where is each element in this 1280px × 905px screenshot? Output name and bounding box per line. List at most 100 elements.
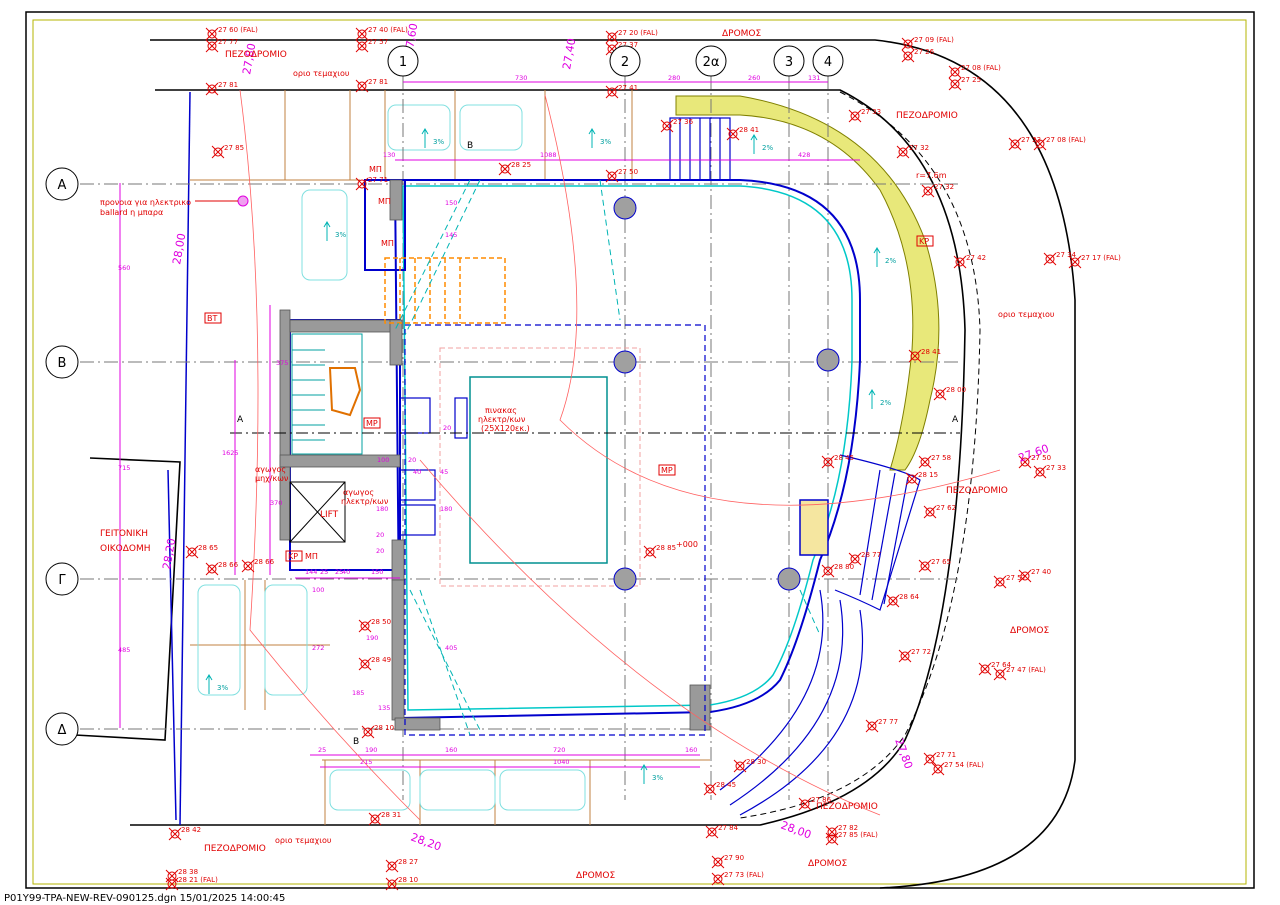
spot-height-label: 27 26	[914, 48, 935, 56]
spot-height-47: 28 77	[848, 551, 881, 566]
spot-height-8: 27 08 (FAL)	[948, 64, 1001, 79]
dimension-label: 45	[440, 468, 448, 476]
plot-boundary	[167, 91, 191, 826]
dimension-label: 40	[342, 568, 350, 576]
spot-height-64: 28 27	[385, 858, 418, 873]
spot-height-60: 27 82	[825, 824, 858, 839]
dimension-label: 180	[440, 505, 452, 513]
level-label: 27,40	[560, 37, 578, 70]
spot-height-33: 27 72	[898, 648, 931, 663]
spot-height-label: 28 41	[739, 126, 759, 134]
spot-height-1: 27 77	[205, 38, 238, 53]
spot-height-label: 27 72	[911, 648, 931, 656]
spot-height-43: 27 71	[355, 176, 388, 191]
spot-height-51: 28 50	[358, 618, 391, 633]
grid-lines	[80, 75, 960, 800]
spot-height-label: 28 65	[198, 544, 218, 552]
structural-walls	[279, 179, 711, 731]
spot-height-label: 27 54 (FAL)	[944, 761, 984, 769]
spot-height-50: 28 64	[886, 593, 920, 608]
slope-0: 3%	[421, 128, 444, 148]
spot-height-18: 27 33	[848, 108, 881, 123]
dimension-label: 20	[376, 531, 384, 539]
entrance-door	[799, 499, 829, 556]
grid-row-bubble: Δ	[45, 712, 79, 746]
spot-height-label: 27 33	[1046, 464, 1066, 472]
grid-column-bubble: 4	[812, 45, 844, 77]
spot-height-20: 27 32	[921, 183, 954, 198]
spot-height-61: 27 85 (FAL)	[825, 831, 878, 846]
spot-height-46: 28 66	[241, 558, 275, 573]
grid-column-bubble: 3	[773, 45, 805, 77]
spot-height-28: 27 33	[1033, 464, 1066, 479]
slope-5: 2%	[868, 389, 891, 409]
plot-limit-label-top: οριο τεμαχιου	[293, 69, 350, 78]
parked-cars	[197, 104, 586, 811]
spot-height-label: 27 41	[618, 84, 638, 92]
dimension-label: 25	[335, 568, 343, 576]
spot-height-7: 27 26	[901, 48, 935, 63]
slope-3: 2%	[750, 134, 773, 154]
spot-height-label: 27 09 (FAL)	[914, 36, 954, 44]
radius-label: r=7.6m	[916, 171, 947, 180]
spot-height-34: 27 64	[978, 661, 1012, 676]
grid-column-label: 2	[621, 55, 629, 70]
spot-height-label: 27 57	[368, 38, 388, 46]
dimension-label: 20	[443, 424, 451, 432]
dimension-label: 405	[445, 644, 457, 652]
grid-column-bubble: 2α	[695, 45, 727, 77]
duct-elec-label-2: ηλεκτρ/κων	[341, 497, 389, 506]
level-label: 28,00	[779, 819, 813, 842]
sidewalk-label-right-top: ΠΕΖΟΔΡΟΜΙΟ	[896, 111, 958, 121]
level-label: 27,80	[240, 42, 258, 75]
dimension-label: 485	[118, 646, 130, 654]
spot-height-label: 27 33	[861, 108, 881, 116]
spot-height-3: 27 57	[355, 38, 388, 53]
dimension-label: 130	[383, 151, 395, 159]
slope-labels: 3%3%3%2%2%2%3%3%	[205, 128, 896, 784]
level-zero-label: +000	[676, 540, 698, 549]
neighbor-label-1: ΓΕΙΤΟΝΙΚΗ	[100, 529, 148, 539]
svg-text:ΚΡ: ΚΡ	[919, 237, 929, 246]
grid-row-bubble: Β	[45, 345, 79, 379]
spot-height-4: 27 20 (FAL)	[605, 29, 658, 44]
spot-height-56: 27 86	[798, 796, 832, 811]
spot-height-6: 27 09 (FAL)	[901, 36, 954, 51]
dimension-label: 1088	[540, 151, 557, 159]
spot-height-label: 27 23	[1021, 136, 1041, 144]
dimension-label: 190	[366, 634, 378, 642]
dimension-label: 100	[312, 586, 324, 594]
svg-text:ΒΤ: ΒΤ	[207, 314, 217, 323]
spot-height-27: 27 50	[1018, 454, 1051, 469]
spot-height-53: 28 10	[361, 724, 394, 739]
spot-height-label: 27 85	[224, 144, 244, 152]
spot-height-label: 27 60 (FAL)	[218, 26, 258, 34]
spot-height-17: 27 85	[211, 144, 244, 159]
spot-height-label: 27 77	[878, 718, 898, 726]
spot-height-54: 28 30	[733, 758, 766, 773]
spot-height-2: 27 40 (FAL)	[355, 26, 408, 41]
spot-height-19: 27 32	[896, 144, 929, 159]
sheet-inner-frame	[32, 19, 1247, 885]
spot-height-11: 27 08 (FAL)	[1033, 136, 1086, 151]
slope-1: 3%	[588, 128, 611, 148]
road-label-bottom-right: ΔΡΟΜΟΣ	[808, 859, 848, 869]
dimension-label: 180	[376, 505, 388, 513]
spot-height-label: 27 81	[368, 78, 388, 86]
spot-height-label: 28 25	[511, 161, 531, 169]
dimension-label: 428	[798, 151, 810, 159]
spot-height-label: 28 15	[918, 471, 938, 479]
grid-column-label: 4	[824, 55, 832, 70]
dimension-label: 145	[445, 231, 457, 239]
slope-label: 2%	[880, 399, 891, 407]
beam-diagonals	[394, 179, 821, 736]
sidewalk-label-bottom: ΠΕΖΟΔΡΟΜΙΟ	[204, 844, 266, 854]
dimension-label: 280	[668, 74, 680, 82]
svg-text:ΜΡ: ΜΡ	[366, 419, 378, 428]
provision-label-2: ballard η μπαρα	[100, 208, 163, 217]
dimension-label: 100	[377, 456, 389, 464]
section-b-top: Β	[467, 141, 473, 151]
stair-void	[328, 367, 362, 417]
